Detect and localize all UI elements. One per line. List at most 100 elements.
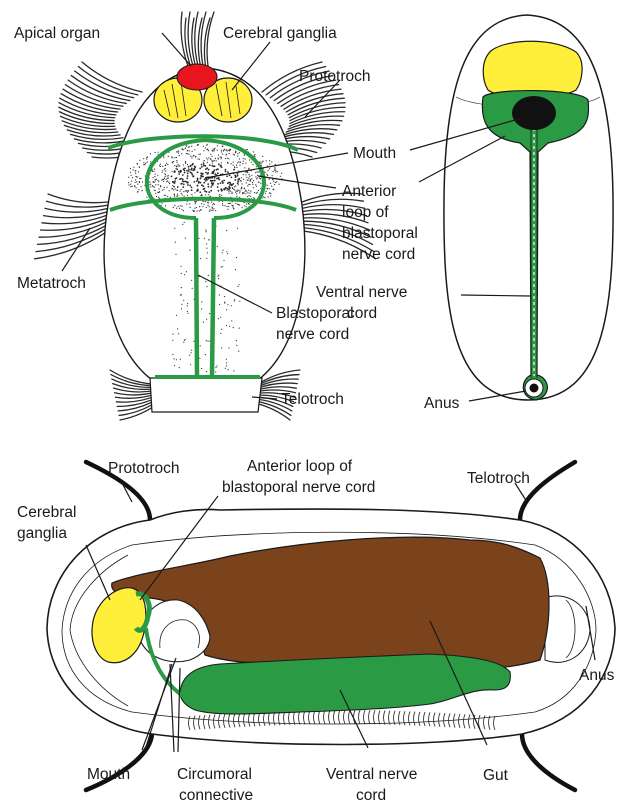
label-cerebral-ganglia-a: Cerebral ganglia (223, 25, 337, 42)
stipple-dot (197, 185, 199, 187)
stipple-dot (255, 184, 256, 185)
stipple-dot (227, 150, 228, 151)
stipple-dot (235, 203, 236, 204)
stipple-dot (169, 183, 170, 184)
stipple-dot (216, 169, 218, 171)
stipple-dot (174, 205, 175, 206)
stipple-dot (233, 189, 234, 190)
stipple-dot (226, 175, 228, 177)
stipple-dot (222, 146, 223, 147)
stipple-dot (204, 238, 205, 239)
label-telotroch-c: Telotroch (467, 470, 530, 487)
stipple-dot (271, 161, 272, 162)
stipple-dot (219, 196, 220, 197)
stipple-dot (166, 181, 167, 182)
stipple-dot (187, 192, 188, 193)
stipple-dot (187, 182, 189, 184)
stipple-dot (228, 347, 229, 348)
stipple-dot (154, 169, 155, 170)
stipple-dot (131, 181, 132, 182)
stipple-dot (219, 294, 220, 295)
stipple-dot (260, 178, 261, 179)
stipple-dot (204, 160, 205, 161)
stipple-dot (233, 370, 234, 371)
stipple-dot (243, 158, 244, 159)
stipple-dot (199, 191, 201, 193)
stipple-dot (181, 266, 182, 267)
stipple-dot (203, 182, 205, 184)
stipple-dot (243, 161, 244, 162)
stipple-dot (224, 302, 225, 303)
stipple-dot (165, 168, 166, 169)
trochophore-body-outline (104, 68, 305, 382)
stipple-dot (275, 170, 276, 171)
telotroch-base (150, 378, 262, 412)
stipple-dot (178, 164, 179, 165)
stipple-dot (232, 206, 233, 207)
stipple-dot (233, 154, 234, 155)
stipple-dot (206, 258, 207, 259)
stipple-dot (173, 161, 174, 162)
stipple-dot (181, 189, 182, 190)
stipple-dot (182, 209, 183, 210)
stipple-dot (174, 180, 176, 182)
stipple-dot (188, 166, 190, 168)
stipple-dot (193, 181, 195, 183)
stipple-dot (251, 175, 252, 176)
stipple-dot (176, 315, 177, 316)
stipple-dot (244, 188, 245, 189)
stipple-dot (255, 172, 256, 173)
stipple-dot (237, 153, 238, 154)
stipple-dot (249, 204, 250, 205)
stipple-dot (212, 204, 213, 205)
stipple-dot (248, 174, 249, 175)
stipple-dot (241, 187, 242, 188)
stipple-dot (181, 304, 182, 305)
stipple-dot (249, 193, 250, 194)
stipple-dot (165, 195, 166, 196)
stipple-dot (173, 207, 174, 208)
stipple-dot (206, 158, 207, 159)
stipple-dot (158, 197, 159, 198)
stipple-dot (205, 180, 207, 182)
label-anus-c: Anus (579, 667, 615, 684)
stipple-dot (253, 151, 254, 152)
stipple-dot (205, 230, 206, 231)
stipple-dot (190, 169, 192, 171)
stipple-dot (135, 170, 136, 171)
stipple-dot (257, 192, 258, 193)
stipple-dot (233, 169, 235, 171)
stipple-dot (196, 211, 197, 212)
stipple-dot (218, 163, 220, 165)
stipple-dot (167, 175, 168, 176)
stipple-dot (275, 171, 276, 172)
stipple-dot (230, 191, 231, 192)
stipple-dot (179, 155, 180, 156)
stipple-dot (239, 192, 240, 193)
stipple-dot (174, 165, 175, 166)
stipple-dot (195, 156, 196, 157)
stipple-dot (216, 365, 217, 366)
stipple-dot (147, 162, 148, 163)
stipple-dot (226, 150, 227, 151)
stipple-dot (185, 238, 186, 239)
stipple-dot (139, 160, 140, 161)
stipple-dot (228, 188, 230, 190)
stipple-dot (231, 184, 233, 186)
stipple-dot (196, 180, 198, 182)
stipple-dot (142, 181, 143, 182)
metatroch-cilium (45, 208, 108, 212)
stipple-dot (191, 194, 192, 195)
stipple-dot (188, 147, 189, 148)
apical-organ (177, 64, 217, 90)
stipple-dot (217, 186, 219, 188)
stipple-dot (208, 191, 210, 193)
stipple-dot (220, 182, 222, 184)
stipple-dot (205, 201, 206, 202)
stipple-dot (231, 177, 233, 179)
stipple-dot (207, 341, 208, 342)
stipple-dot (189, 250, 190, 251)
stipple-dot (273, 189, 274, 190)
stipple-dot (227, 163, 228, 164)
stipple-dot (262, 156, 263, 157)
